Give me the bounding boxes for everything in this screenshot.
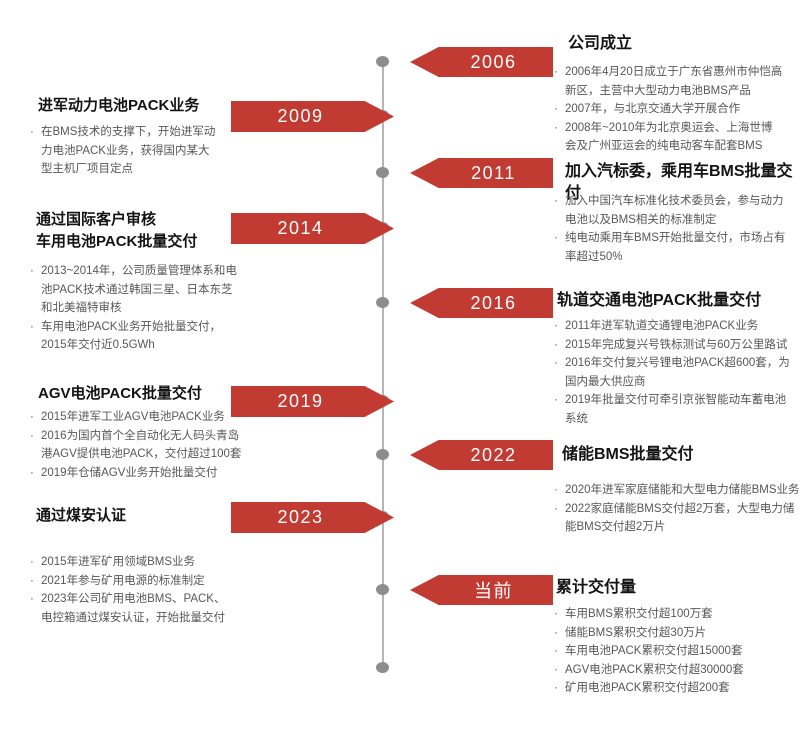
bullet-item: 加入中国汽车标准化技术委员会，参与动力电池以及BMS相关的标准制定 — [552, 192, 788, 229]
milestone-bullets-current: 车用BMS累积交付超100万套 储能BMS累积交付超30万片 车用电池PACK累… — [552, 605, 792, 698]
milestone-bullets-2011: 加入中国汽车标准化技术委员会，参与动力电池以及BMS相关的标准制定 纯电动乘用车… — [552, 192, 788, 266]
bullet-item: 车用电池PACK业务开始批量交付，2015年交付近0.5GWh — [28, 318, 240, 355]
milestone-bullets-2019: 2015年进军工业AGV电池PACK业务 2016为国内首个全自动化无人码头青岛… — [28, 408, 243, 482]
milestone-bullets-2023: 2015年进军矿用领域BMS业务 2021年参与矿用电源的标准制定 2023年公… — [28, 553, 230, 627]
bullet-item: AGV电池PACK累积交付超30000套 — [552, 661, 792, 680]
milestone-title-2019: AGV电池PACK批量交付 — [38, 385, 202, 402]
bullet-item: 矿用电池PACK累积交付超200套 — [552, 679, 792, 698]
milestone-bullets-2022: 2020年进军家庭储能和大型电力储能BMS业务 2022家庭储能BMS交付超2万… — [552, 481, 800, 537]
bullet-item: 车用BMS累积交付超100万套 — [552, 605, 792, 624]
year-flag-2016: 2016 — [410, 288, 553, 318]
bullet-item: 在BMS技术的支撑下，开始进军动力电池PACK业务，获得国内某大型主机厂项目定点 — [28, 123, 216, 179]
timeline-dot-2006 — [376, 56, 389, 67]
milestone-bullets-2014: 2013~2014年，公司质量管理体系和电池PACK技术通过韩国三星、日本东芝和… — [28, 262, 240, 355]
milestone-bullets-2016: 2011年进军轨道交通锂电池PACK业务 2015年完成复兴号铁标测试与60万公… — [552, 317, 792, 428]
year-label: 2011 — [471, 162, 516, 183]
year-label: 当前 — [474, 581, 513, 601]
milestone-bullets-2006: 2006年4月20日成立于广东省惠州市仲恺高新区，主营中大型动力电池BMS产品 … — [552, 63, 783, 156]
timeline-dot-end — [376, 662, 389, 673]
year-flag-2019: 2019 — [231, 386, 394, 417]
bullet-item: 2013~2014年，公司质量管理体系和电池PACK技术通过韩国三星、日本东芝和… — [28, 262, 240, 318]
year-label: 2009 — [277, 106, 324, 126]
bullet-item: 车用电池PACK累积交付超15000套 — [552, 642, 792, 661]
bullet-item: 2008年~2010年为北京奥运会、上海世博会及广州亚运会的纯电动客车配套BMS — [552, 119, 783, 156]
year-flag-current: 当前 — [410, 575, 553, 605]
bullet-item: 2016年交付复兴号锂电池PACK超600套，为国内最大供应商 — [552, 354, 792, 391]
bullet-item: 2015年进军矿用领域BMS业务 — [28, 553, 230, 572]
bullet-item: 储能BMS累积交付超30万片 — [552, 624, 792, 643]
year-label: 2014 — [277, 218, 324, 238]
bullet-item: 2023年公司矿用电池BMS、PACK、电控箱通过煤安认证，开始批量交付 — [28, 590, 230, 627]
year-flag-2014: 2014 — [231, 213, 394, 244]
milestone-title-2006: 公司成立 — [568, 35, 633, 52]
timeline-dot-current — [376, 584, 389, 595]
timeline-dot-2022 — [376, 449, 389, 460]
year-label: 2016 — [470, 292, 517, 313]
timeline-dot-2011 — [376, 167, 389, 178]
year-label: 2022 — [470, 444, 517, 465]
bullet-item: 纯电动乘用车BMS开始批量交付，市场占有率超过50% — [552, 229, 788, 266]
milestone-title-current: 累计交付量 — [556, 579, 637, 596]
bullet-item: 2019年批量交付可牵引京张智能动车蓄电池系统 — [552, 391, 792, 428]
milestone-title-2009: 进军动力电池PACK业务 — [38, 97, 200, 114]
bullet-item: 2006年4月20日成立于广东省惠州市仲恺高新区，主营中大型动力电池BMS产品 — [552, 63, 783, 100]
milestone-title-2023: 通过煤安认证 — [36, 507, 127, 524]
year-label: 2019 — [277, 391, 324, 411]
bullet-item: 2007年，与北京交通大学开展合作 — [552, 100, 783, 119]
milestone-title-2022: 储能BMS批量交付 — [562, 446, 694, 463]
milestone-title-2016: 轨道交通电池PACK批量交付 — [557, 292, 762, 309]
timeline-dot-2016 — [376, 297, 389, 308]
milestone-bullets-2009: 在BMS技术的支撑下，开始进军动力电池PACK业务，获得国内某大型主机厂项目定点 — [28, 123, 216, 179]
year-flag-2023: 2023 — [231, 502, 394, 533]
bullet-item: 2016为国内首个全自动化无人码头青岛港AGV提供电池PACK，交付超过100套 — [28, 427, 243, 464]
bullet-item: 2015年进军工业AGV电池PACK业务 — [28, 408, 243, 427]
bullet-item: 2022家庭储能BMS交付超2万套，大型电力储能BMS交付超2万片 — [552, 500, 800, 537]
bullet-item: 2020年进军家庭储能和大型电力储能BMS业务 — [552, 481, 800, 500]
year-label: 2006 — [470, 51, 517, 72]
year-flag-2011: 2011 — [410, 158, 553, 188]
year-flag-2009: 2009 — [231, 101, 394, 132]
year-flag-2006: 2006 — [410, 47, 553, 77]
timeline-line — [382, 58, 384, 670]
year-flag-2022: 2022 — [410, 440, 553, 470]
bullet-item: 2021年参与矿用电源的标准制定 — [28, 572, 230, 591]
bullet-item: 2015年完成复兴号铁标测试与60万公里路试 — [552, 336, 792, 355]
bullet-item: 2019年仓储AGV业务开始批量交付 — [28, 464, 243, 483]
milestone-title-2014: 通过国际客户审核 车用电池PACK批量交付 — [36, 211, 198, 250]
bullet-item: 2011年进军轨道交通锂电池PACK业务 — [552, 317, 792, 336]
year-label: 2023 — [277, 507, 324, 527]
